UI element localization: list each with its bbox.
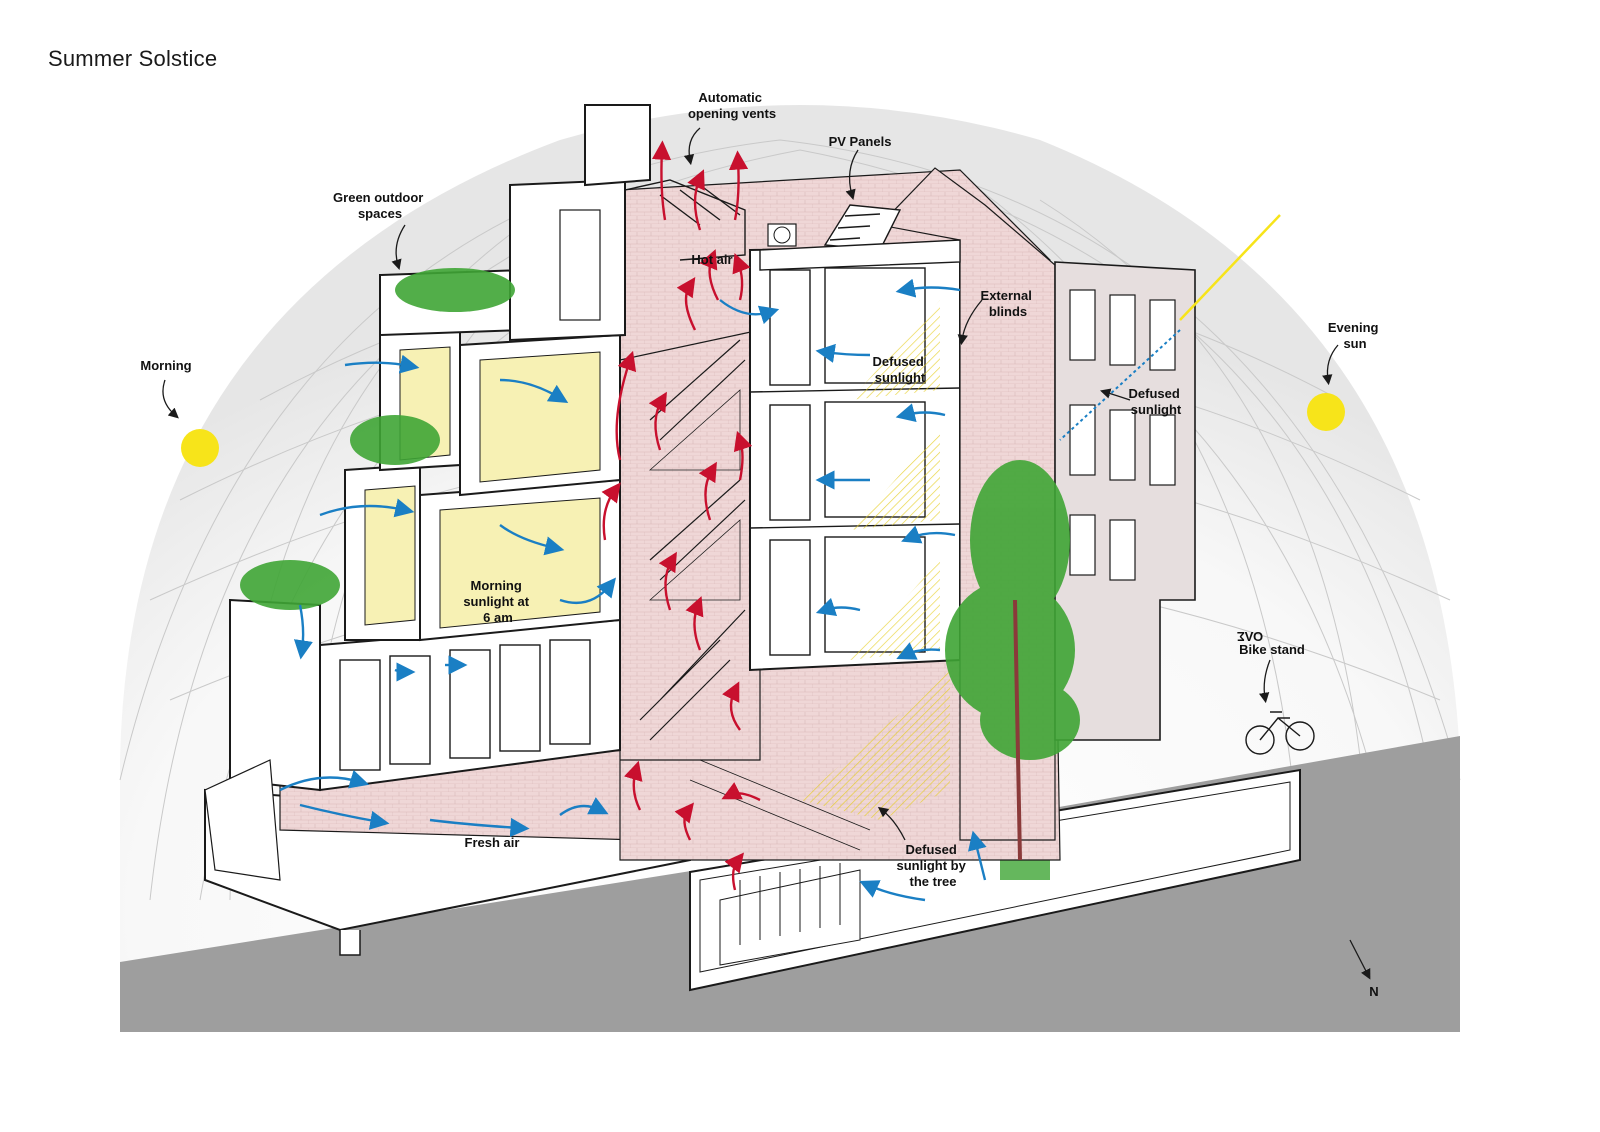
label-line: Green outdoor [333, 190, 423, 205]
label-line: Hot air [691, 252, 732, 267]
label-line: opening vents [688, 106, 776, 121]
fresh-air-arrows [279, 278, 987, 902]
label-external-blinds: External blinds [981, 288, 1036, 319]
roof-elements [624, 179, 961, 271]
label-line: Fresh air [465, 835, 520, 850]
right-brick-building [1054, 261, 1196, 741]
tree-trunk [1013, 599, 1022, 861]
label-line: Morning [471, 578, 522, 593]
label-defused-tree: Defused sunlight by the tree [897, 842, 970, 889]
label-line: Defused [873, 354, 924, 369]
label-line: External [981, 288, 1032, 303]
label-line: the tree [910, 874, 957, 889]
label-automatic-vents: Automatic opening vents [688, 90, 776, 121]
label-line: Defused [1129, 386, 1180, 401]
bicycle-icon [1245, 711, 1315, 755]
diagram-labels: Automatic opening vents PV Panels Green … [140, 90, 1382, 999]
label-line: 6 am [483, 610, 513, 625]
label-green-outdoor: Green outdoor spaces [333, 190, 427, 221]
label-defused-sunlight-center: Defused sunlight [873, 354, 928, 385]
label-pv-panels: PV Panels [829, 134, 892, 149]
label-line: Morning [140, 358, 191, 373]
sun-icon [1307, 393, 1345, 431]
label-line: PV Panels [829, 134, 892, 149]
label-line: Defused [906, 842, 957, 857]
hot-air-arrows [601, 140, 761, 891]
label-line: sunlight by [897, 858, 967, 873]
greenery [240, 268, 1080, 760]
evening-sun-ray [1179, 214, 1281, 321]
label-fresh-air: Fresh air [465, 835, 520, 850]
label-hot-air: Hot air [691, 252, 732, 267]
label-line: N [1369, 984, 1378, 999]
label-bike-stand: Bike stand [1239, 642, 1305, 657]
label-line: ΟΛΣ [1237, 629, 1263, 644]
label-line: Automatic [698, 90, 762, 105]
pointer-arrows [162, 127, 1371, 980]
fan-icon [767, 223, 797, 247]
label-line: blinds [989, 304, 1027, 319]
label-morning-sunlight: Morning sunlight at 6 am [463, 578, 532, 625]
sun-icon [181, 429, 219, 467]
label-line: Evening [1328, 320, 1379, 335]
label-bike-sign: ΟΛΣ [1237, 629, 1263, 644]
page-title: Summer Solstice [48, 46, 218, 71]
label-line: sunlight [875, 370, 926, 385]
label-morning: Morning [140, 358, 191, 373]
label-line: spaces [358, 206, 402, 221]
label-line: Bike stand [1239, 642, 1305, 657]
label-line: sunlight at [463, 594, 529, 609]
label-evening-sun: Evening sun [1328, 320, 1382, 351]
label-defused-sunlight-right: Defused sunlight [1129, 386, 1184, 417]
label-line: sun [1343, 336, 1366, 351]
label-line: sunlight [1131, 402, 1182, 417]
label-north: N [1369, 984, 1378, 999]
